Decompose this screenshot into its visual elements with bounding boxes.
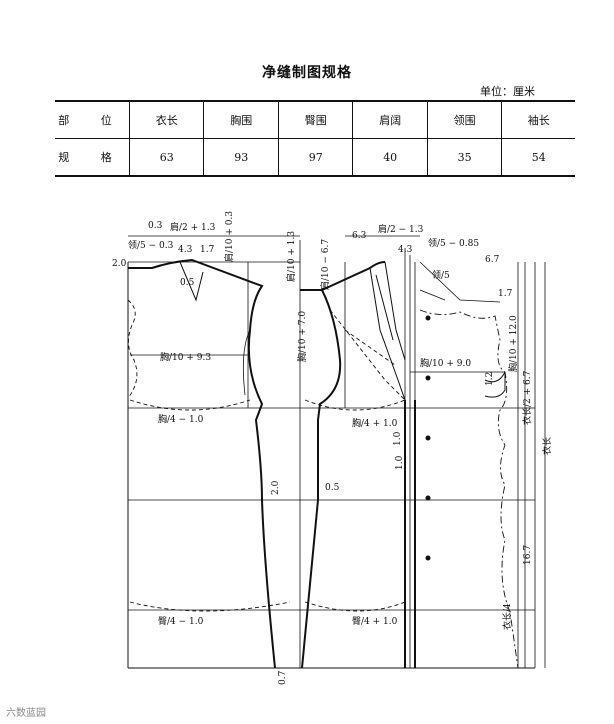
front-dim-1-7: 1.7 [498, 289, 513, 299]
front-bust-point: 胸/10 + 12.0 [507, 315, 519, 372]
back-hip-quarter: 臀/4 − 1.0 [158, 616, 204, 627]
unit-label: 单位：厘米 [480, 85, 535, 98]
spec-val-2: 93 [203, 138, 279, 177]
front-hip-quarter: 臀/4 + 1.0 [352, 616, 398, 627]
back-piece-outline [127, 258, 276, 669]
back-dim-0-5: 0.5 [180, 278, 195, 288]
back-armhole-depth: 肩/10 + 0.3 [223, 211, 235, 262]
front-dim-1-0-b: 1.0 [395, 455, 405, 470]
front-dim-1-2: 1.2 [485, 372, 495, 386]
back-chest-width: 胸/10 + 9.3 [160, 351, 211, 363]
front-length-quarter: 衣长/4 [501, 603, 513, 630]
spec-table: 部 位 衣长 胸围 臀围 肩阔 领围 袖长 规 格 63 93 97 40 35… [55, 100, 575, 177]
front-length-half: 衣长/2 + 6.7 [521, 370, 533, 425]
dimension-arcs [128, 235, 546, 668]
back-dim-2-0: 2.0 [112, 259, 127, 269]
front-chest-depth: 胸/10 + 7.0 [296, 311, 308, 362]
watermark: 六数蓝园 [6, 708, 46, 719]
back-dim-1-7: 1.7 [200, 245, 215, 255]
button-mark-4 [425, 495, 431, 501]
front-dim-6-3: 6.3 [352, 231, 367, 241]
back-waist-dim-0-5: 0.5 [325, 483, 340, 493]
back-dim-4-3: 4.3 [178, 245, 193, 255]
front-dim-1-0-a: 1.0 [393, 431, 403, 446]
front-dim-16-7: 16.7 [523, 545, 533, 565]
button-mark-2 [425, 375, 431, 381]
front-collar-a: 领/5 − 0.85 [428, 237, 479, 249]
front-collar-b: 领/5 [432, 269, 450, 281]
front-shoulder-label: 肩/2 − 1.3 [378, 223, 424, 235]
back-waist-dim-2-0: 2.0 [271, 480, 281, 495]
front-dim-4-3: 4.3 [398, 245, 413, 255]
button-mark-5 [425, 555, 431, 561]
front-dim-6-7: 6.7 [485, 255, 500, 265]
spec-val-3: 97 [277, 138, 353, 177]
front-chest-quarter: 胸/4 + 1.0 [352, 417, 398, 429]
spec-val-5: 35 [426, 138, 502, 177]
front-shoulder-drop: 肩/10 + 1.3 [285, 231, 297, 282]
back-collar-label: 领/5 − 0.3 [128, 239, 174, 251]
spec-col-3: 臀围 [277, 100, 353, 139]
spec-col-4: 肩阔 [352, 100, 428, 139]
front-annotations: 肩/2 − 1.3 领/5 − 0.85 领/5 6.7 6.3 4.3 1.7… [285, 223, 553, 630]
button-mark-1 [425, 315, 431, 321]
front-total-length: 衣长 [541, 437, 553, 455]
back-dim-0-3: 0.3 [148, 221, 163, 231]
back-hem-dim: 0.7 [278, 670, 288, 685]
spec-col-5: 领围 [426, 100, 502, 139]
spec-header-row: 部 位 衣长 胸围 臀围 肩阔 领围 袖长 [55, 100, 575, 139]
button-marks [425, 315, 431, 561]
spec-val-4: 40 [352, 138, 428, 177]
spec-header-label: 部 位 [55, 100, 130, 139]
spec-row-label: 规 格 [55, 138, 130, 177]
button-mark-3 [425, 435, 431, 441]
spec-val-6: 54 [501, 138, 575, 177]
spec-value-row: 规 格 63 93 97 40 35 54 [55, 138, 575, 177]
spec-col-2: 胸围 [203, 100, 279, 139]
front-shift: 肩/10 − 6.7 [319, 239, 331, 290]
spec-val-1: 63 [128, 138, 204, 177]
page-title: 净缝制图规格 [262, 65, 352, 81]
spec-col-1: 衣长 [128, 100, 204, 139]
back-chest-quarter: 胸/4 − 1.0 [158, 413, 204, 425]
spec-col-6: 袖长 [501, 100, 575, 139]
back-shoulder-label: 肩/2 + 1.3 [170, 221, 216, 233]
back-annotations: 肩/2 + 1.3 领/5 − 0.3 4.3 1.7 0.3 2.0 0.5 … [112, 211, 340, 685]
construction-lines [127, 240, 536, 669]
front-chest-width: 胸/10 + 9.0 [420, 357, 471, 369]
front-piece-outline [300, 261, 519, 669]
